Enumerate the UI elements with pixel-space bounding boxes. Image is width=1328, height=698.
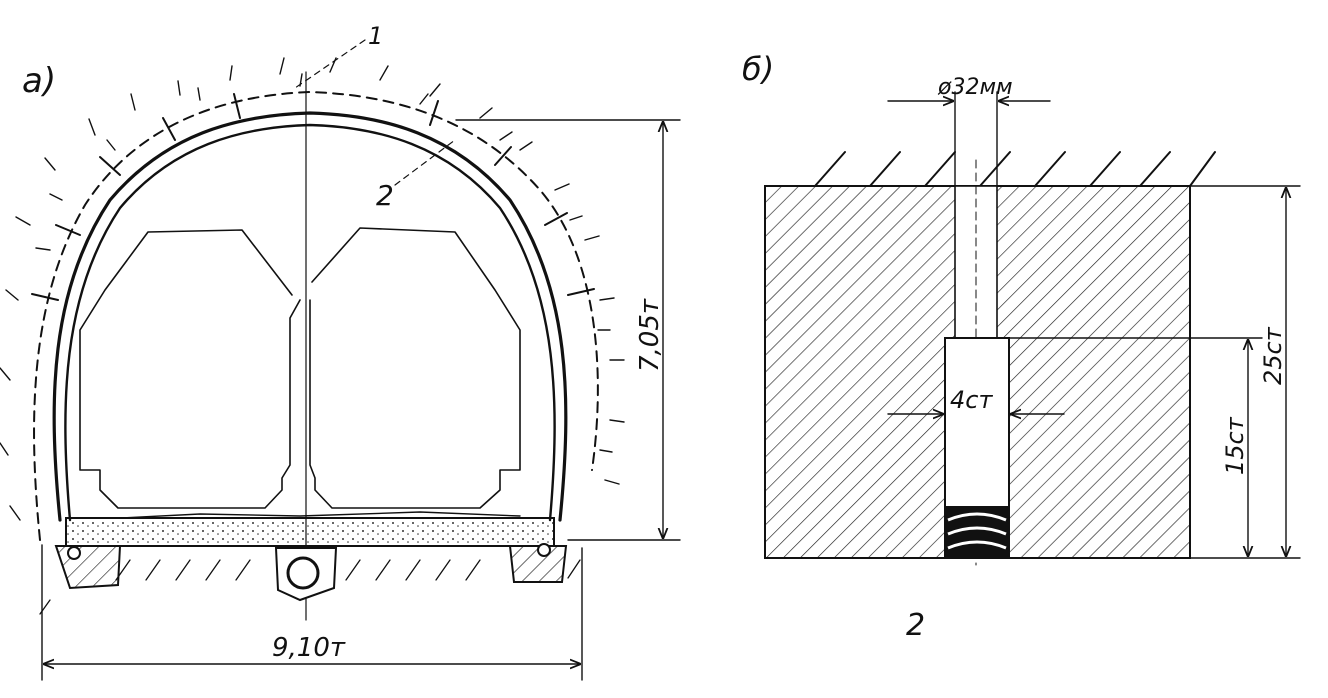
clearance-gauge-right [309, 227, 521, 509]
floor-slab [65, 511, 555, 547]
footings [54, 543, 568, 590]
surrounding-rock [0, 57, 625, 541]
panel-b-label: б) [742, 50, 774, 88]
explosive-charge [946, 506, 1008, 558]
callout-2-label: 2 [376, 179, 394, 212]
callout-1-label: 1 [368, 22, 383, 50]
height-dimension-label: 7,05т [635, 298, 665, 372]
hole-width-label: 4ст [950, 386, 993, 414]
diameter-dimension [887, 91, 1051, 187]
drill-channel [954, 185, 998, 339]
panel-b: б) ø32мм 4ст [742, 50, 1301, 643]
depth-total-label: 25ст [1259, 326, 1287, 385]
central-drain [274, 547, 338, 602]
height-dimension [455, 119, 681, 541]
ground-below [39, 559, 581, 615]
width-dimension [41, 544, 583, 681]
callout-1-leader [294, 39, 366, 89]
depth-inner-label: 15ст [1221, 416, 1249, 475]
tunnel-lining [31, 93, 595, 522]
diameter-label: ø32мм [937, 75, 1013, 100]
panel-a: а) [0, 22, 681, 681]
panel-b-caption: 2 [906, 608, 925, 643]
callout-2-leader [394, 139, 456, 186]
rock-surface [764, 151, 1216, 187]
clearance-gauge-left [79, 229, 301, 509]
width-dimension-label: 9,10т [272, 633, 346, 663]
panel-a-label: а) [22, 61, 56, 101]
depth-dimensions [1189, 185, 1301, 559]
